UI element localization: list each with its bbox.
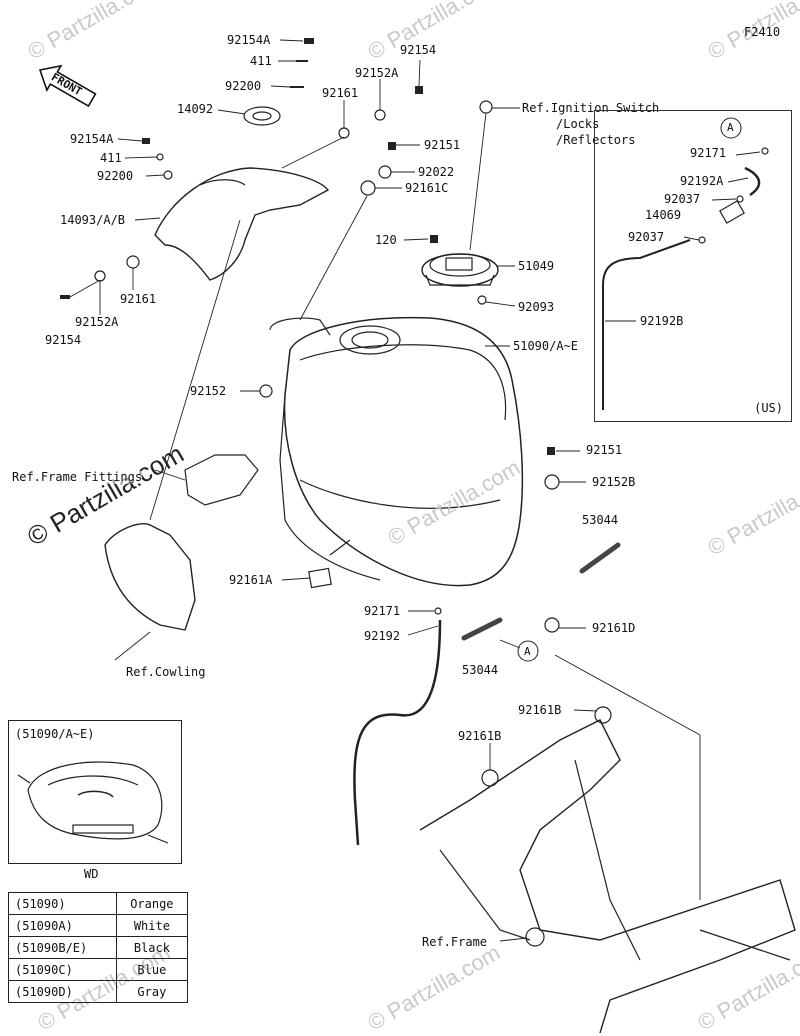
part-label: 92154A	[227, 33, 271, 47]
part-label: 92022	[418, 165, 455, 179]
color-name: Orange	[115, 892, 189, 915]
part-label: 92161	[120, 292, 157, 306]
table-row: (51090A) White	[8, 914, 189, 937]
color-name: Gray	[115, 980, 189, 1003]
inset-title: (51090/A~E)	[15, 727, 95, 741]
inset-caption: WD	[84, 867, 99, 881]
color-code: (51090C)	[8, 958, 117, 981]
part-label: 92171	[364, 604, 401, 618]
part-label: 92171	[690, 146, 727, 160]
part-label: 92192	[364, 629, 401, 643]
part-label: 92093	[518, 300, 555, 314]
part-label: 92161D	[592, 621, 636, 635]
part-label: 92151	[424, 138, 461, 152]
table-row: (51090C) Blue	[8, 958, 189, 981]
color-name: White	[115, 914, 189, 937]
color-code: (51090A)	[8, 914, 117, 937]
part-label: 14092	[177, 102, 214, 116]
color-code: (51090)	[8, 892, 117, 915]
part-label: 92161	[322, 86, 359, 100]
part-label: 92152B	[592, 475, 636, 489]
color-code: (51090D)	[8, 980, 117, 1003]
part-label: 92037	[664, 192, 701, 206]
part-label: 51090/A~E	[513, 339, 579, 353]
ref-frame-fittings: Ref.Frame Fittings	[12, 470, 143, 484]
fuel-tank-shape	[283, 316, 524, 587]
table-row: (51090D) Gray	[8, 980, 189, 1003]
part-label: 14093/A/B	[60, 213, 126, 227]
part-label: 53044	[582, 513, 619, 527]
part-label: 92037	[628, 230, 665, 244]
side-cowling-shape	[104, 523, 196, 631]
part-label: 92151	[586, 443, 623, 457]
part-label: 92161B	[518, 703, 562, 717]
tank-cover-shape	[154, 167, 330, 281]
part-label: 92154	[400, 43, 437, 57]
part-label: 92161C	[405, 181, 449, 195]
ref-frame: Ref.Frame	[422, 935, 488, 949]
color-name: Blue	[115, 958, 189, 981]
part-label: 120	[375, 233, 397, 247]
color-table: (51090) Orange (51090A) White (51090B/E)…	[8, 892, 189, 1003]
us-model-box: (US)	[594, 110, 792, 422]
color-name: Black	[115, 936, 189, 959]
inset-tank-drawing	[17, 761, 169, 844]
table-row: (51090B/E) Black	[8, 936, 189, 959]
figure-code: F2410	[744, 25, 781, 39]
callout-a: A	[524, 645, 531, 658]
part-label: 92200	[225, 79, 262, 93]
color-variant-inset: (51090/A~E)	[8, 720, 182, 864]
part-label: 92152	[190, 384, 227, 398]
part-label: 92161B	[458, 729, 502, 743]
us-hose-92192B	[602, 239, 691, 410]
ref-reflectors: /Reflectors	[556, 133, 636, 147]
table-row: (51090) Orange	[8, 892, 189, 915]
callout-a-us: A	[727, 121, 734, 134]
part-label: 92152A	[75, 315, 119, 329]
part-label: 92161A	[229, 573, 273, 587]
color-code: (51090B/E)	[8, 936, 117, 959]
drain-hose	[353, 619, 442, 846]
part-label: 51049	[518, 259, 555, 273]
part-label: 14069	[645, 208, 682, 222]
part-label: 92152A	[355, 66, 399, 80]
part-label: 92192B	[640, 314, 684, 328]
part-label: 92192A	[680, 174, 724, 188]
part-label: 411	[250, 54, 272, 68]
frame-shape	[419, 719, 796, 1033]
part-label: 92200	[97, 169, 134, 183]
ref-cowling: Ref.Cowling	[126, 665, 206, 679]
us-box-label: (US)	[754, 401, 783, 415]
us-hose-92192A	[744, 166, 761, 197]
ref-ignition-switch: Ref.Ignition Switch	[522, 101, 660, 115]
part-label: 411	[100, 151, 122, 165]
part-label: 53044	[462, 663, 499, 677]
part-label: 92154A	[70, 132, 114, 146]
part-label: 92154	[45, 333, 82, 347]
ref-locks: /Locks	[556, 117, 600, 131]
front-arrow-icon	[38, 64, 97, 108]
